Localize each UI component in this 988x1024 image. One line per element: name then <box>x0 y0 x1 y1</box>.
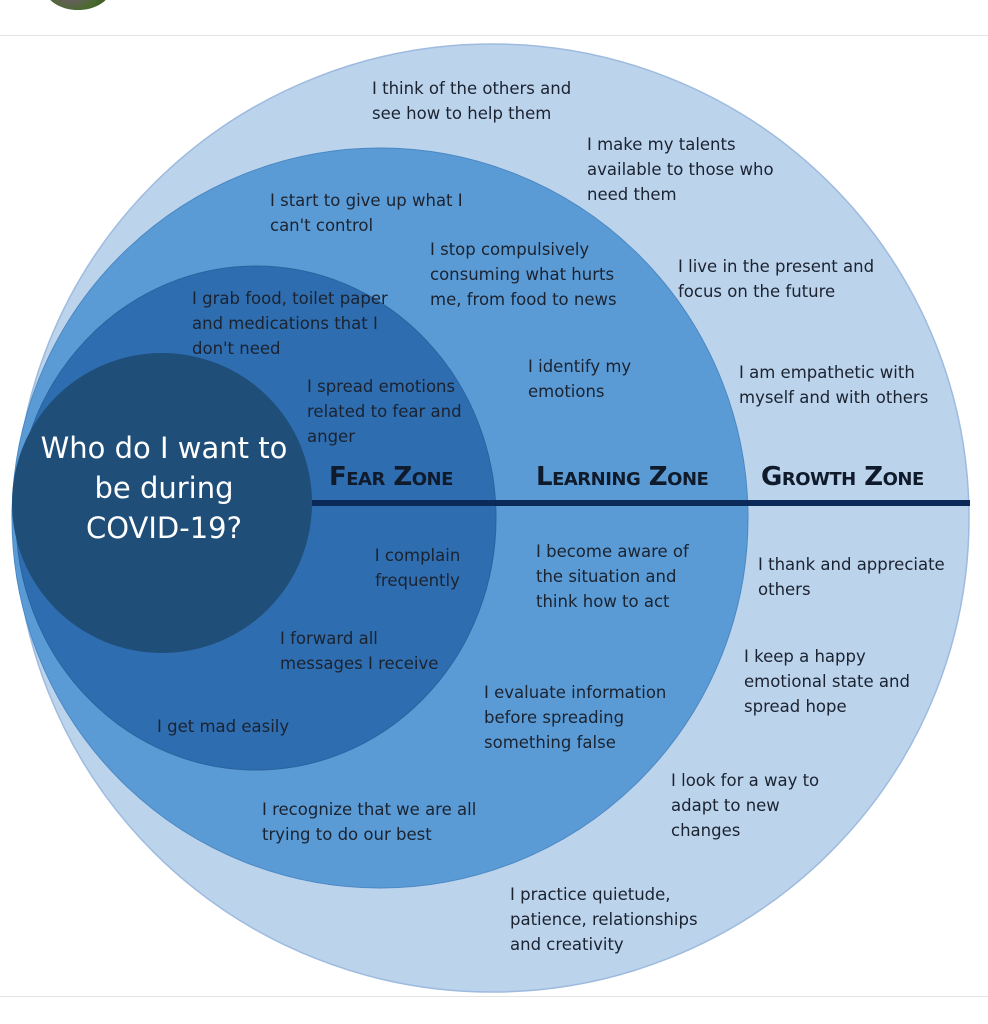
learning-item: I stop compulsively consuming what hurts… <box>430 240 617 309</box>
fear-item: I forward all messages I receive <box>280 629 439 673</box>
learning-item: I identify my emotions <box>528 357 632 401</box>
divider-bottom <box>0 996 988 997</box>
center-circle <box>12 353 312 653</box>
growth-item: I keep a happy emotional state and sprea… <box>744 647 910 716</box>
growth-item: I am empathetic with myself and with oth… <box>739 363 929 407</box>
learning-item: I become aware of the situation and thin… <box>536 542 689 611</box>
growth-item: I thank and appreciate others <box>758 555 945 599</box>
growth-item: I practice quietude, patience, relations… <box>510 885 698 954</box>
fear-item: I get mad easily <box>157 717 290 736</box>
growth-item: I look for a way to adapt to new changes <box>671 771 820 840</box>
fear-item: I complain frequently <box>374 546 461 590</box>
fear-item: I grab food, toilet paper and medication… <box>192 289 388 358</box>
growth-item: I live in the present and focus on the f… <box>678 257 875 301</box>
learning-item: I recognize that we are all trying to do… <box>262 800 477 844</box>
avatar[interactable] <box>45 0 111 10</box>
center-question: Who do I want to be during COVID-19? <box>40 431 288 545</box>
learning-zone-label: Learning Zone <box>536 462 709 492</box>
growth-item: I make my talents available to those who… <box>587 135 774 204</box>
learning-item: I start to give up what I can't control <box>270 191 463 235</box>
growth-item: I think of the others and see how to hel… <box>372 79 572 123</box>
fear-zone-label: Fear Zone <box>329 462 453 492</box>
fear-item: I spread emotions related to fear and an… <box>307 377 462 446</box>
divider-top <box>0 35 988 36</box>
growth-zone-label: Growth Zone <box>761 462 924 492</box>
learning-item: I evaluate information before spreading … <box>484 683 667 752</box>
